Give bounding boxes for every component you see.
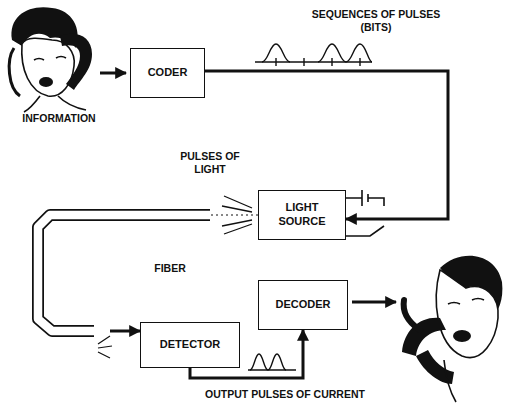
process-box: LIGHT SOURCE bbox=[258, 190, 346, 240]
process-box: DETECTOR bbox=[140, 322, 240, 368]
light-rays bbox=[98, 336, 112, 358]
box-label: LIGHT SOURCE bbox=[265, 201, 339, 229]
caption-label: SEQUENCES OF PULSES (BITS) bbox=[296, 8, 456, 34]
box-label: CODER bbox=[148, 66, 188, 80]
box-label: DETECTOR bbox=[160, 338, 220, 352]
process-box: CODER bbox=[130, 48, 205, 98]
connector bbox=[38, 215, 258, 331]
box-label: DECODER bbox=[275, 298, 330, 312]
process-box: DECODER bbox=[258, 280, 348, 330]
caption-label: FIBER bbox=[140, 262, 200, 275]
caption-label: INFORMATION bbox=[14, 112, 104, 125]
pulse-train bbox=[255, 44, 372, 66]
input-arrow bbox=[100, 72, 126, 75]
battery-switch-symbol bbox=[346, 190, 384, 236]
woman-figure bbox=[9, 7, 92, 112]
current-pulse-train bbox=[248, 354, 296, 370]
caption-label: OUTPUT PULSES OF CURRENT bbox=[150, 388, 420, 401]
output-arrow bbox=[352, 301, 396, 304]
caption-label: PULSES OF LIGHT bbox=[168, 150, 252, 176]
man-figure bbox=[402, 256, 502, 402]
